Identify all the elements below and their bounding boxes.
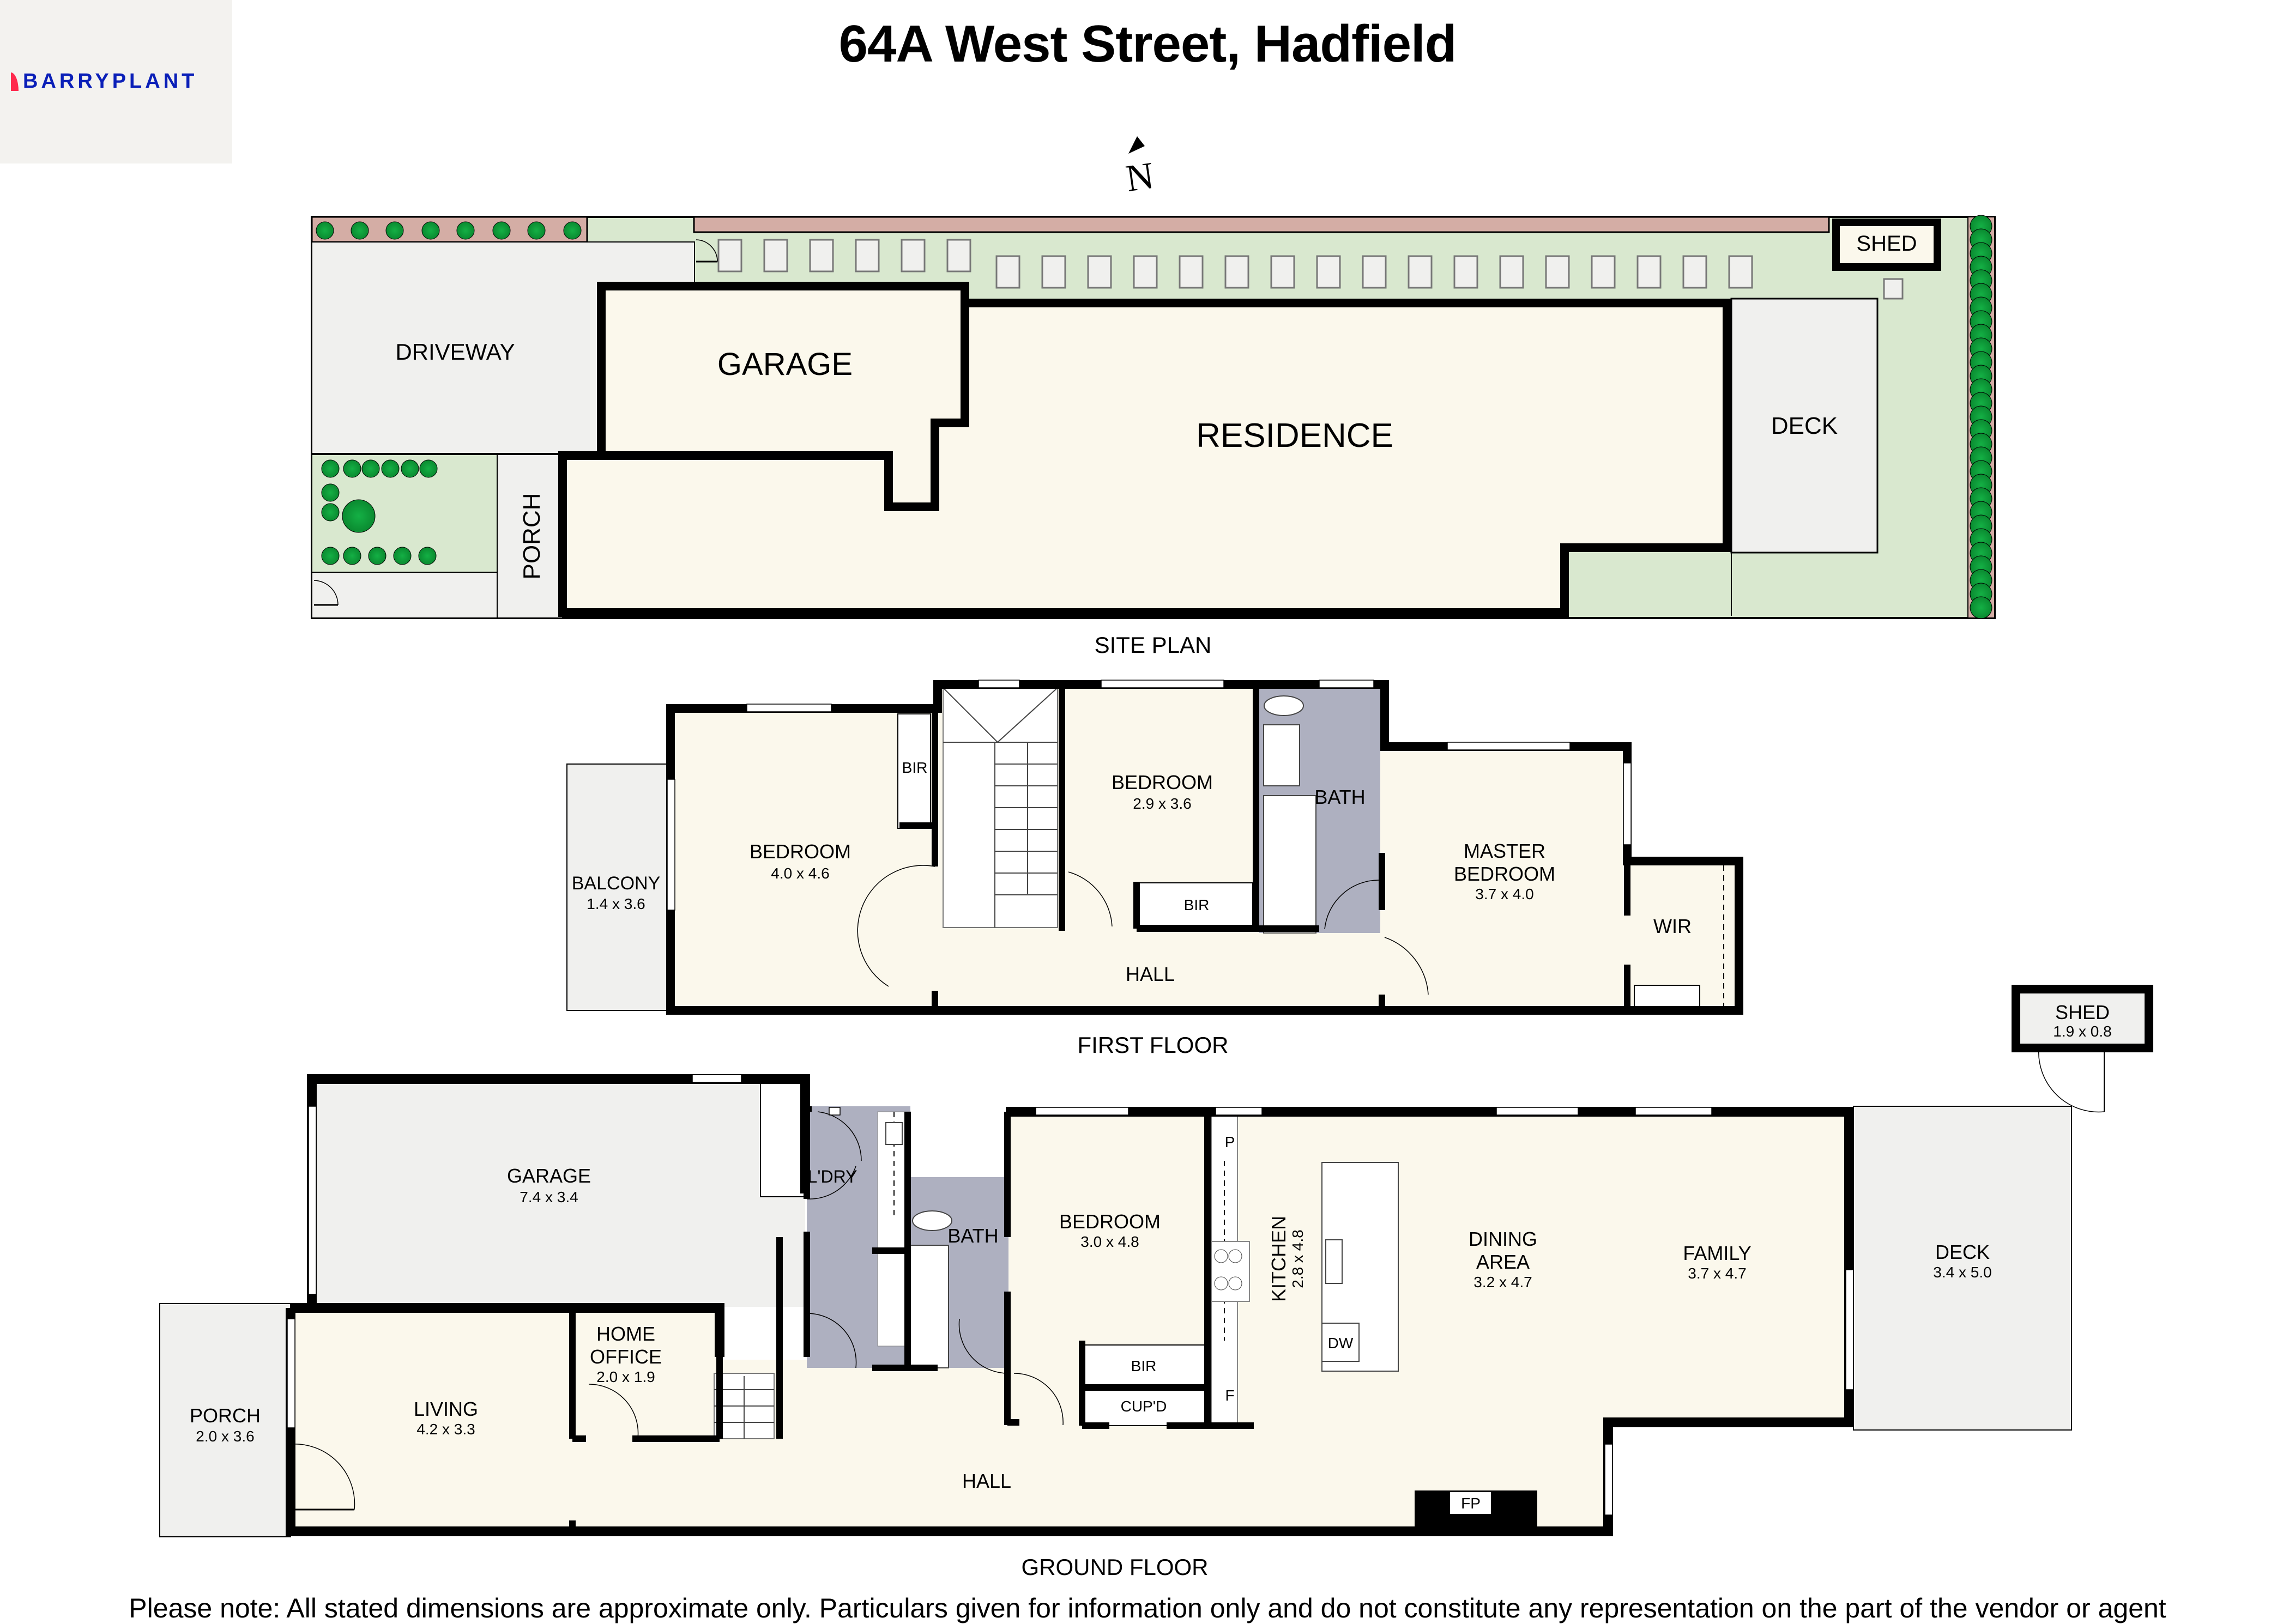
ff-balcony-dims: 1.4 x 3.6	[587, 895, 645, 912]
site-plan-caption: SITE PLAN	[1095, 632, 1212, 658]
hedge-row-east	[1970, 215, 1992, 619]
side-path-pavers	[717, 239, 1904, 300]
site-plan: DRIVEWAY PORCH	[311, 215, 1996, 658]
gf-shed-label: SHED	[2055, 1001, 2110, 1023]
ff-bedroom-mid-label: BEDROOM	[1112, 771, 1213, 793]
first-floor-plan: BALCONY 1.4 x 3.6	[566, 680, 1743, 1058]
gf-dishwasher-label: DW	[1328, 1335, 1354, 1352]
gf-cupboard-label: CUP'D	[1121, 1398, 1167, 1415]
gf-kitchen-label: KITCHEN	[1267, 1216, 1290, 1302]
gf-kitchen-dims: 2.8 x 4.8	[1289, 1229, 1306, 1288]
gf-bir-label: BIR	[1131, 1358, 1157, 1374]
ff-bir-mid-label: BIR	[1184, 896, 1210, 913]
site-porch-label: PORCH	[518, 493, 545, 580]
front-garden-trees	[321, 459, 438, 565]
gf-fridge-label: F	[1225, 1387, 1234, 1404]
first-floor-caption: FIRST FLOOR	[1078, 1032, 1229, 1058]
site-garage-label: GARAGE	[717, 347, 853, 382]
north-arrow-icon: N	[1124, 136, 1156, 195]
site-deck-label: DECK	[1771, 413, 1838, 439]
gf-laundry-label: L'DRY	[808, 1167, 857, 1186]
gf-porch-dims: 2.0 x 3.6	[196, 1428, 254, 1445]
gf-living-label: LIVING	[414, 1398, 478, 1420]
gf-deck-dims: 3.4 x 5.0	[1933, 1264, 1991, 1281]
ff-bath-label: BATH	[1314, 786, 1365, 808]
gf-dining-label-2: AREA	[1476, 1251, 1530, 1273]
disclaimer-text: Please note: All stated dimensions are a…	[129, 1593, 2166, 1623]
gf-office-label-2: OFFICE	[590, 1346, 662, 1368]
gf-porch-label: PORCH	[190, 1404, 261, 1427]
gf-family-dims: 3.7 x 4.7	[1688, 1265, 1746, 1282]
gf-pantry-label: P	[1225, 1134, 1235, 1150]
ground-floor-plan: PORCH 2.0 x 3.6 GARAGE 7.4 x 3.4	[159, 985, 2153, 1580]
brand-logo: BARRYPLANT	[0, 0, 232, 163]
hedge-row-top-left	[316, 221, 582, 240]
ff-bedroom-mid-dims: 2.9 x 3.6	[1133, 795, 1191, 812]
ff-bedroom-west-label: BEDROOM	[750, 840, 851, 863]
gf-fireplace-label: FP	[1461, 1495, 1481, 1512]
site-residence-label: RESIDENCE	[1196, 417, 1393, 455]
gf-deck-label: DECK	[1935, 1241, 1990, 1263]
gf-shed-dims: 1.9 x 0.8	[2053, 1023, 2111, 1040]
gf-living-dims: 4.2 x 3.3	[416, 1421, 475, 1438]
site-shed-label: SHED	[1856, 232, 1917, 256]
gf-garage-dims: 7.4 x 3.4	[520, 1189, 578, 1205]
gf-garage-label: GARAGE	[507, 1165, 591, 1187]
gf-bath-label: BATH	[947, 1225, 998, 1247]
ff-balcony-label: BALCONY	[572, 873, 661, 894]
gf-bedroom-dims: 3.0 x 4.8	[1080, 1233, 1139, 1250]
ff-bedroom-west-dims: 4.0 x 4.6	[771, 865, 829, 882]
ff-bir-west-label: BIR	[902, 759, 928, 776]
gf-bedroom-label: BEDROOM	[1059, 1210, 1161, 1233]
ff-wir-label: WIR	[1653, 915, 1692, 937]
brand-name: BARRYPLANT	[23, 70, 198, 93]
ff-master-label-2: BEDROOM	[1454, 863, 1555, 885]
ff-hall-label: HALL	[1126, 963, 1175, 985]
site-driveway-label: DRIVEWAY	[395, 339, 515, 365]
compass-label: N	[1124, 155, 1156, 195]
gf-office-label-1: HOME	[596, 1323, 655, 1345]
gf-dining-label-1: DINING	[1469, 1228, 1537, 1250]
ground-floor-caption: GROUND FLOOR	[1021, 1554, 1208, 1580]
gf-office-dims: 2.0 x 1.9	[596, 1368, 655, 1385]
page-title: 64A West Street, Hadfield	[838, 15, 1457, 73]
gf-hall-label: HALL	[962, 1470, 1011, 1492]
ff-master-dims: 3.7 x 4.0	[1475, 886, 1533, 902]
ff-master-label-1: MASTER	[1464, 840, 1545, 862]
gf-family-label: FAMILY	[1683, 1242, 1751, 1264]
gf-dining-dims: 3.2 x 4.7	[1473, 1274, 1532, 1290]
